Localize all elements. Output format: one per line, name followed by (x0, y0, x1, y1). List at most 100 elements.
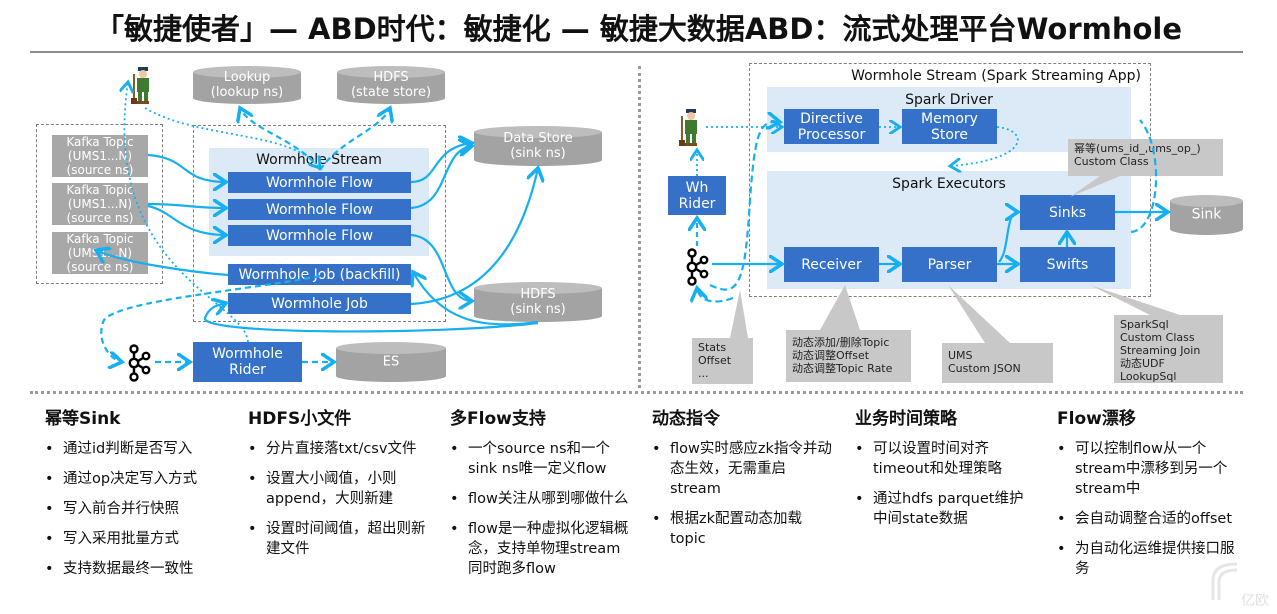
state-store-label: (state store) (350, 85, 432, 100)
wormhole-flow-box: Wormhole Flow (228, 199, 411, 220)
feature-bullet: 可以设置时间对齐timeout和处理策略 (855, 439, 1035, 479)
directive-processor-box: Directive Processor (784, 109, 879, 144)
kafka-topic-ns: (source ns) (66, 163, 134, 177)
feature-bullet: 可以控制flow从一个stream中漂移到另一个stream中 (1057, 439, 1237, 499)
kafka-topic-box: Kafka Topic (UMS1...N) (source ns) (52, 183, 148, 225)
data-store-label: Data Store (503, 131, 573, 146)
kafka-topic-ums: (UMS1...N) (67, 149, 133, 163)
spark-app-label: Wormhole Stream (Spark Streaming App) (851, 68, 1141, 84)
note-line: SparkSql (1120, 318, 1169, 331)
wormhole-stream-label: Wormhole Stream (256, 152, 382, 168)
wormhole-flow-box: Wormhole Flow (228, 225, 411, 246)
feature-bullet: flow实时感应zk指令并动态生效，无需重启stream (652, 439, 832, 499)
feature-heading: 幂等Sink (45, 409, 121, 429)
feature-bullet: 通过hdfs parquet维护中间state数据 (855, 489, 1035, 529)
kafka-topic-ns: (source ns) (66, 211, 134, 225)
kafka-topic-box: Kafka Topic (UMS1...N) (source ns) (52, 135, 148, 177)
feature-column-dynamic-directives: 动态指令 flow实时感应zk指令并动态生效，无需重启stream 根据zk配置… (652, 404, 832, 559)
feature-bullet: 支持数据最终一致性 (45, 559, 235, 579)
hdfs-state-store-db: HDFS(state store) (337, 66, 445, 104)
swifts-callout: SparkSql Custom Class Streaming Join 动态U… (1114, 315, 1223, 383)
swifts-box: Swifts (1020, 247, 1115, 282)
spark-executors-label: Spark Executors (892, 176, 1006, 192)
worker-icon (679, 109, 697, 146)
note-line: 动态调整Topic Rate (792, 362, 893, 375)
data-store-db: Data Store(sink ns) (474, 126, 602, 166)
receiver-callout: 动态添加/删除Topic 动态调整Offset 动态调整Topic Rate (786, 330, 911, 382)
sink-db: Sink (1170, 195, 1243, 235)
watermark-text: 亿欧 (1241, 593, 1269, 609)
es-label: ES (382, 354, 400, 370)
parser-box: Parser (902, 247, 997, 282)
callout-tail (730, 290, 748, 338)
note-line: 动态添加/删除Topic (792, 336, 890, 349)
note-line: Streaming Join (1120, 344, 1201, 357)
memory-store-box: Memory Store (902, 109, 997, 144)
wormhole-job-box: Wormhole Job (228, 293, 411, 314)
note-line: Offset (698, 354, 732, 367)
parser-callout: UMS Custom JSON (942, 343, 1053, 383)
feature-heading: Flow漂移 (1057, 409, 1136, 429)
kafka-icon (128, 344, 151, 382)
memory-label: Memory (921, 110, 978, 127)
note-line: Stats (698, 341, 727, 354)
feature-column-flow-drift: Flow漂移 可以控制flow从一个stream中漂移到另一个stream中 会… (1057, 404, 1237, 589)
feature-bullet: 会自动调整合适的offset (1057, 509, 1237, 529)
kafka-topic-ums: (UMS1...N) (67, 197, 133, 211)
feature-column-multi-flow: 多Flow支持 一个source ns和一个sink ns唯一定义flow fl… (450, 404, 630, 589)
es-db: ES (336, 342, 446, 382)
stats-callout: Stats Offset ... (692, 338, 753, 384)
page-title: 「敏捷使者」— ABD时代：敏捷化 — 敏捷大数据ABD：流式处理平台Wormh… (94, 12, 1183, 46)
feature-bullet: 分片直接落txt/csv文件 (248, 439, 428, 459)
sink-ns-label: (sink ns) (510, 146, 566, 161)
note-line: Custom Class (1074, 155, 1149, 168)
feature-column-idempotent-sink: 幂等Sink 通过id判断是否写入 通过op决定写入方式 写入前合并行快照 写入… (45, 404, 235, 589)
feature-heading: HDFS小文件 (248, 409, 352, 429)
rider-label-line2: Rider (229, 362, 266, 378)
directive-label: Directive (800, 110, 863, 127)
note-line: Custom Class (1120, 331, 1195, 344)
wormhole-job-backfill-box: Wormhole Job (backfill) (228, 264, 411, 285)
feature-heading: 多Flow支持 (450, 409, 546, 429)
lookup-db: Lookup(lookup ns) (193, 66, 301, 104)
worker-icon (131, 67, 149, 104)
kafka-topic-label: Kafka Topic (66, 135, 134, 149)
watermark-arc-icon (1211, 562, 1238, 600)
note-line: LookupSql (1120, 370, 1177, 383)
lookup-ns-label: (lookup ns) (210, 85, 284, 100)
note-line: ... (698, 367, 709, 380)
hdfs-label: HDFS (373, 70, 409, 85)
kafka-topic-ns: (source ns) (66, 260, 134, 274)
rider-label-line1: Wormhole (212, 346, 283, 362)
processor-label: Processor (797, 126, 866, 143)
kafka-topic-label: Kafka Topic (66, 183, 134, 197)
spark-driver-label: Spark Driver (767, 92, 1131, 108)
feature-bullet: 为自动化运维提供接口服务 (1057, 539, 1237, 579)
watermark-logo: 亿欧 (1209, 560, 1269, 610)
feature-bullet: 通过op决定写入方式 (45, 469, 235, 489)
hdfs-label: HDFS (520, 287, 556, 302)
lookup-label: Lookup (223, 70, 271, 85)
wormhole-flow-box: Wormhole Flow (228, 172, 411, 193)
wh-label: Wh (685, 179, 709, 196)
receiver-box: Receiver (784, 247, 879, 282)
feature-column-business-time: 业务时间策略 可以设置时间对齐timeout和处理策略 通过hdfs parqu… (855, 404, 1035, 539)
note-line: 幂等(ums_id_,ums_op_) (1074, 142, 1201, 155)
feature-heading: 业务时间策略 (855, 409, 957, 429)
feature-column-hdfs-small-files: HDFS小文件 分片直接落txt/csv文件 设置大小阈值，小则append，大… (248, 404, 428, 569)
note-line: UMS (948, 349, 973, 362)
feature-bullet: 一个source ns和一个sink ns唯一定义flow (450, 439, 630, 479)
kafka-topic-box: Kafka Topic (UMS1...N) (source ns) (52, 232, 148, 274)
wormhole-rider-box: Wormhole Rider (193, 342, 302, 382)
horizontal-divider (30, 391, 1243, 394)
feature-bullet: flow是一种虚拟化逻辑概念，支持单物理stream同时跑多flow (450, 519, 630, 579)
note-line: 动态UDF (1120, 357, 1165, 370)
feature-bullet: flow关注从哪到哪做什么 (450, 489, 630, 509)
sinks-callout: 幂等(ums_id_,ums_op_) Custom Class (1068, 139, 1223, 176)
spark-driver-text: Spark Driver (905, 92, 993, 108)
arrow (697, 288, 734, 303)
note-line: 动态调整Offset (792, 349, 870, 362)
sink-label: Sink (1191, 206, 1222, 223)
feature-bullet: 根据zk配置动态加载topic (652, 509, 832, 549)
sink-ns-label: (sink ns) (510, 302, 566, 317)
